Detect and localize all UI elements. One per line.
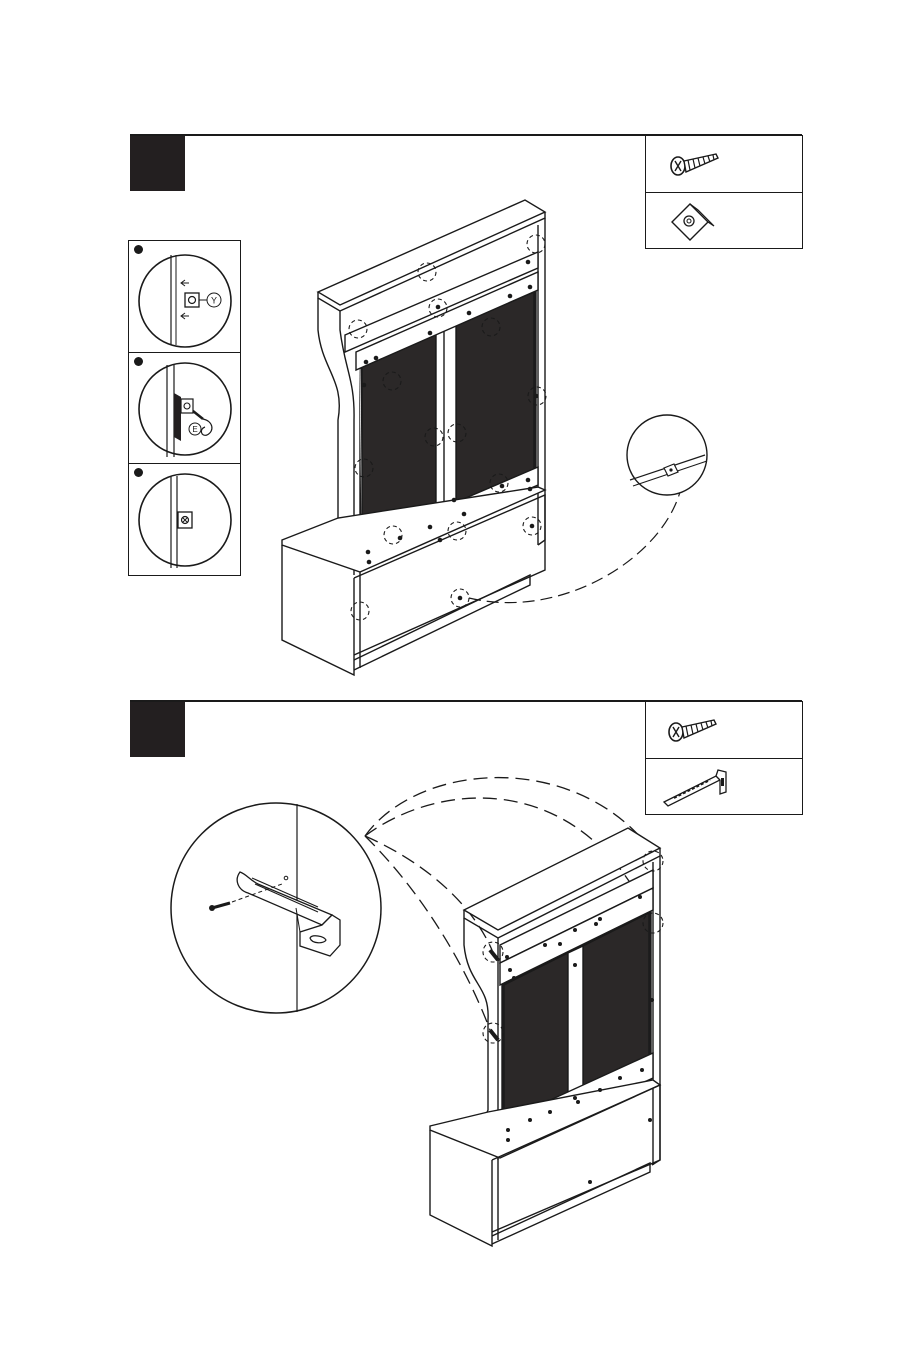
step-2-magnified-detail [171,803,381,1013]
